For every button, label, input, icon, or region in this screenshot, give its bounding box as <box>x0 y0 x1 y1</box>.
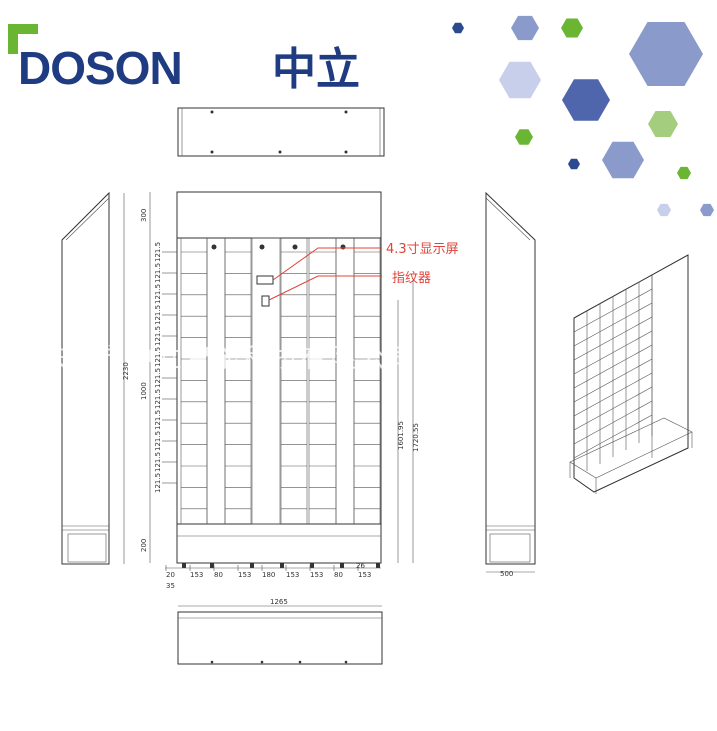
cabinet-foot <box>210 563 214 568</box>
iso-row-line <box>573 386 653 431</box>
mid-height-dim: 1000 <box>140 382 148 400</box>
bottom-width-label: 153 <box>310 571 323 579</box>
hexagon-shape <box>629 22 703 86</box>
hexagon-shape <box>499 61 541 99</box>
logo-accent-bar-vertical <box>8 24 18 54</box>
hexagon-shape <box>515 129 533 145</box>
right-dimension-lines: 1601.95 1720.55 <box>397 280 420 563</box>
left-dim-label: 121.5 <box>154 452 162 472</box>
control-panel-column <box>251 237 281 525</box>
hexagon-shape <box>700 203 714 217</box>
left-dim-label: 121.5 <box>154 431 162 451</box>
iso-row-line <box>573 316 653 361</box>
top-view <box>177 107 385 157</box>
isometric-view <box>569 254 693 494</box>
iso-row-line <box>573 288 653 333</box>
hexagon-shape <box>452 22 464 34</box>
iso-row-line <box>573 344 653 389</box>
hexagon-shape <box>677 166 691 180</box>
bottom-small-label: 35 <box>166 582 175 590</box>
left-dim-label: 121.5 <box>154 368 162 388</box>
top-header-dim: 300 <box>140 209 148 222</box>
left-side-view: 2230 <box>61 191 130 565</box>
cabinet-foot <box>376 563 380 568</box>
bottom-small-label: 26 <box>356 562 365 570</box>
bottom-width-label: 153 <box>190 571 203 579</box>
brand-latin-text: DOSON <box>18 42 182 94</box>
total-height-dim: 2230 <box>122 362 130 380</box>
doson-logo: DOSON 中立 <box>8 24 360 95</box>
bottom-view: 1265 <box>177 598 383 665</box>
bottom-width-label: 153 <box>238 571 251 579</box>
bottom-dimension-row: 20 153 80 153 180 153 153 80 153 35 26 <box>165 562 381 590</box>
hexagon-shape <box>602 141 644 179</box>
callouts: 4.3寸显示屏 指纹器 <box>268 242 459 301</box>
right-side-view: 500 <box>485 191 536 578</box>
dim-right-a: 1601.95 <box>397 421 405 450</box>
company-watermark: 东莞市中立智能科技有限公司 <box>40 344 417 374</box>
bottom-width-label: 153 <box>286 571 299 579</box>
hexagon-shape <box>561 18 583 38</box>
left-dim-label: 121.5 <box>154 326 162 346</box>
hexagon-shape <box>657 203 671 217</box>
left-dim-label: 121.5 <box>154 389 162 409</box>
left-dim-label: 121.5 <box>154 305 162 325</box>
display-callout-label: 4.3寸显示屏 <box>386 242 459 257</box>
left-dim-label: 121.5 <box>154 410 162 430</box>
hexagon-shape <box>568 158 580 170</box>
iso-row-line <box>573 372 653 417</box>
iso-row-line <box>573 330 653 375</box>
bottom-width-label: 80 <box>214 571 223 579</box>
hexagon-shape <box>511 15 539 41</box>
bottom-width-label: 153 <box>358 571 371 579</box>
cabinet-foot <box>182 563 186 568</box>
iso-row-line <box>573 414 653 459</box>
brand-cjk-text: 中立 <box>272 44 360 95</box>
bottom-width-label: 180 <box>262 571 275 579</box>
left-dim-label: 121.5 <box>154 242 162 262</box>
side-depth-dim: 500 <box>500 570 513 578</box>
overall-width-dim: 1265 <box>270 598 288 606</box>
bottom-base-dim: 200 <box>140 539 148 552</box>
cabinet-foot <box>340 563 344 568</box>
bottom-width-label: 80 <box>334 571 343 579</box>
dim-right-b: 1720.55 <box>412 423 420 452</box>
left-dim-label: 121.5 <box>154 473 162 493</box>
fingerprint-callout-label: 指纹器 <box>392 271 431 286</box>
iso-row-line <box>573 400 653 445</box>
left-dim-label: 121.5 <box>154 263 162 283</box>
logo-accent-bar <box>8 24 38 34</box>
cabinet-foot <box>280 563 284 568</box>
iso-row-line <box>573 302 653 347</box>
hexagon-decoration <box>452 15 714 217</box>
iso-row-line <box>573 358 653 403</box>
cabinet-foot <box>310 563 314 568</box>
hexagon-shape <box>562 79 610 121</box>
fingerprint-reader-symbol <box>261 295 270 307</box>
hexagon-shape <box>648 111 678 137</box>
left-dim-label: 121.5 <box>154 284 162 304</box>
bottom-width-label: 20 <box>166 571 175 579</box>
display-screen-symbol <box>256 275 274 285</box>
cabinet-foot <box>250 563 254 568</box>
left-dim-label: 121.5 <box>154 347 162 367</box>
